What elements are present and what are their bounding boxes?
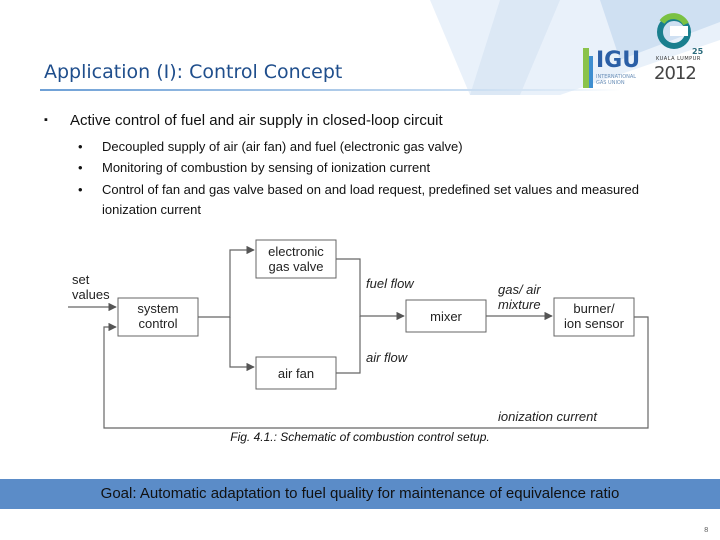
goal-text: Goal: Automatic adaptation to fuel quali… <box>100 485 620 502</box>
burner-box <box>553 297 635 337</box>
mixer-label: mixer <box>430 309 462 324</box>
air-flow-line <box>336 316 361 374</box>
goal-banner <box>0 479 720 509</box>
sub-bullet-text: Control of fan and gas valve based on an… <box>102 182 639 217</box>
logo-graphic <box>583 13 691 88</box>
system-control-box <box>117 297 199 337</box>
igu-logo: 25 IGU INTERNATIONAL GAS UNION KUALA LUM… <box>578 12 718 102</box>
ionization-current-label: ionization current <box>498 409 598 424</box>
bullet-dot-icon: • <box>78 160 83 175</box>
figure-caption: Fig. 4.1.: Schematic of combustion contr… <box>230 430 490 444</box>
fuel-flow-label: fuel flow <box>366 276 415 291</box>
fuel-flow-arrow <box>336 258 405 321</box>
main-bullet: ▪ Active control of fuel and air supply i… <box>44 112 443 129</box>
air-fan-box <box>255 356 337 390</box>
main-bullet-text: Active control of fuel and air supply in… <box>70 112 443 129</box>
ionization-feedback-arrow <box>103 316 649 429</box>
logo-year: 2012 <box>654 63 697 84</box>
control-to-fan-arrow <box>229 317 255 372</box>
title-underline <box>40 89 620 91</box>
logo-name: IGU <box>596 48 641 73</box>
sub-bullet-text: Decoupled supply of air (air fan) and fu… <box>102 139 463 154</box>
burner-label: burner/ion sensor <box>564 301 625 331</box>
header-decoration <box>430 0 720 95</box>
logo-subtitle: INTERNATIONAL GAS UNION <box>596 74 637 86</box>
logo-city: KUALA LUMPUR <box>656 56 701 62</box>
mixer-box <box>405 299 487 333</box>
square-bullet-icon: ▪ <box>44 114 48 126</box>
air-flow-label: air flow <box>366 350 409 365</box>
bullet-dot-icon: • <box>78 139 83 154</box>
air-fan-label: air fan <box>278 366 314 381</box>
slide-title: Application (I): Control Concept <box>44 61 343 83</box>
page-number: 8 <box>704 526 709 534</box>
bullet-dot-icon: • <box>78 182 83 197</box>
sub-bullet-text: Monitoring of combustion by sensing of i… <box>102 160 431 175</box>
logo-edition: 25 <box>692 47 704 56</box>
control-to-valve-arrow <box>198 245 255 318</box>
